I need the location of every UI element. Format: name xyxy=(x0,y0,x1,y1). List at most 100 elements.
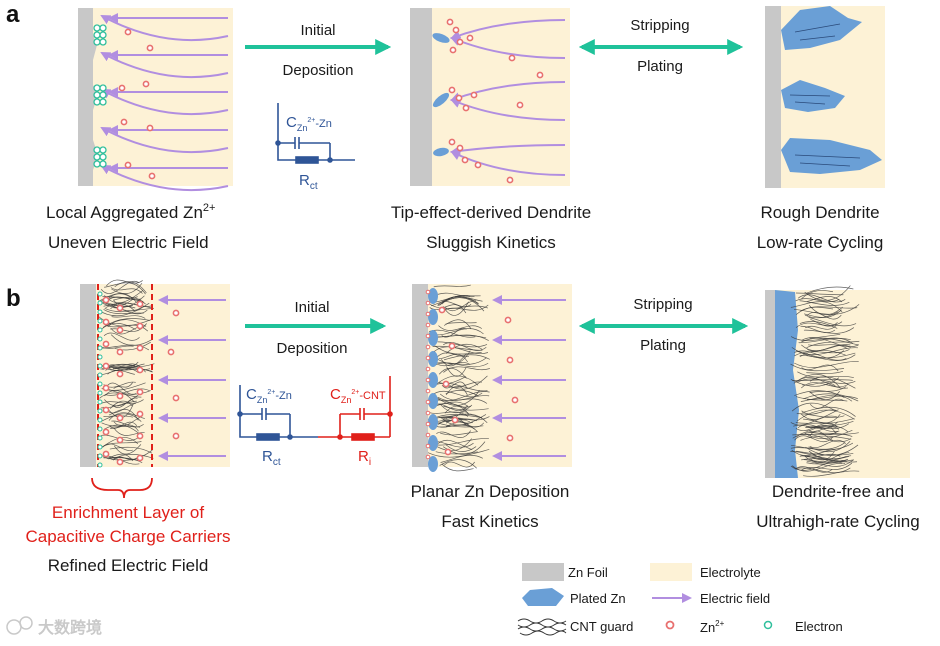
cnt-fiber xyxy=(802,382,836,387)
zn-ion xyxy=(102,406,110,414)
zn-ion xyxy=(102,362,110,370)
cnt-fiber xyxy=(434,439,473,450)
cnt-fiber xyxy=(438,353,468,363)
cnt-fiber xyxy=(104,282,146,295)
field-arrow xyxy=(450,144,566,156)
cnt-fiber xyxy=(806,460,854,467)
cnt-fiber xyxy=(445,444,477,452)
cnt-fiber xyxy=(443,366,490,373)
caption-a-mid-2: Sluggish Kinetics xyxy=(426,233,555,252)
cnt-fiber xyxy=(113,382,133,389)
cnt-fiber xyxy=(797,371,854,378)
cnt-fiber xyxy=(800,306,858,312)
panel-b-deposition-arrow: Initial Deposition xyxy=(245,299,387,357)
zn-ion xyxy=(448,342,456,350)
arrow-label-stripping: Stripping xyxy=(633,296,692,313)
caption-b-mid-2: Fast Kinetics xyxy=(441,512,538,531)
cnt-fiber xyxy=(793,304,860,315)
electron xyxy=(97,345,103,351)
cnt-fiber xyxy=(790,301,843,313)
zn-ion xyxy=(116,458,124,466)
zn-foil xyxy=(412,284,428,467)
electron xyxy=(97,408,103,414)
electron xyxy=(97,399,103,405)
electron xyxy=(97,363,103,369)
circuit-res-label: Rct xyxy=(299,172,318,192)
electron xyxy=(97,372,103,378)
enrichment-brace xyxy=(91,477,153,499)
electron xyxy=(99,153,107,161)
cnt-fiber xyxy=(111,315,146,319)
zn-ion xyxy=(425,421,431,427)
cnt-fiber xyxy=(435,438,489,446)
cnt-fiber xyxy=(795,298,840,303)
circuit-cap2-label: CZn2+-CNT xyxy=(330,386,386,405)
cnt-fiber xyxy=(790,363,845,372)
cnt-fiber xyxy=(103,332,140,341)
field-arrow xyxy=(100,52,229,78)
cnt-fiber xyxy=(440,424,476,430)
electron xyxy=(97,417,103,423)
electron xyxy=(97,453,103,459)
zn-ion xyxy=(456,144,464,152)
caption-b-left-2: Capacitive Charge Carriers xyxy=(25,527,230,546)
zn-ion xyxy=(425,432,431,438)
electron xyxy=(93,98,101,106)
zn-foil xyxy=(410,8,432,186)
cnt-fiber xyxy=(809,439,846,449)
cnt-fiber xyxy=(427,449,490,458)
electron xyxy=(99,146,107,154)
cnt-fiber xyxy=(445,322,477,325)
zn-ion xyxy=(452,26,460,34)
zn-ion xyxy=(116,304,124,312)
circuit-cap1-label: CZn2+-Zn xyxy=(246,386,292,405)
cnt-fiber xyxy=(437,301,472,308)
cnt-fiber xyxy=(435,403,468,410)
cnt-fiber xyxy=(809,430,834,441)
cnt-fiber xyxy=(796,409,855,422)
cnt-fiber xyxy=(796,467,851,473)
cnt-fiber xyxy=(794,350,847,361)
zn-ion xyxy=(167,348,175,356)
cnt-fiber xyxy=(109,400,133,409)
cnt-fiber xyxy=(444,405,470,415)
arrow-label-deposition: Deposition xyxy=(277,340,348,357)
panel-a-cell-left xyxy=(78,8,233,192)
electron xyxy=(93,38,101,46)
caption-b-mid-1: Planar Zn Deposition xyxy=(411,482,570,501)
plated-zn-grain xyxy=(428,414,438,430)
electron xyxy=(99,91,107,99)
cnt-fiber xyxy=(434,345,482,355)
electron xyxy=(99,31,107,39)
cnt-fiber xyxy=(98,302,150,317)
caption-a-right-1: Rough Dendrite xyxy=(760,203,879,222)
zn-ion xyxy=(511,396,519,404)
cnt-fiber xyxy=(113,307,148,315)
cnt-fiber xyxy=(429,303,488,310)
legend-swatch-cnt xyxy=(517,618,567,636)
cnt-fiber xyxy=(801,364,839,372)
zn-ion xyxy=(136,454,144,462)
electron-clusters xyxy=(93,24,107,168)
zn-ion xyxy=(102,340,110,348)
cnt-fiber xyxy=(808,344,848,349)
cnt-fiber xyxy=(441,353,467,367)
field-arrow xyxy=(100,127,229,154)
cnt-fiber xyxy=(800,325,836,334)
cnt-fiber xyxy=(110,326,140,335)
electron xyxy=(97,309,103,315)
cnt-fiber xyxy=(109,421,138,429)
cnt-fiber xyxy=(799,354,856,361)
zn-ion xyxy=(102,296,110,304)
cnt-fiber xyxy=(433,335,487,339)
cnt-fiber xyxy=(444,300,476,312)
zn-ion xyxy=(136,432,144,440)
zn-ion xyxy=(446,18,454,26)
electron xyxy=(93,146,101,154)
zn-ion xyxy=(425,443,431,449)
cnt-fiber xyxy=(791,463,843,472)
plated-zn-grain xyxy=(428,372,438,388)
cnt-fiber xyxy=(790,415,838,426)
zn-ion xyxy=(116,436,124,444)
zn-ion xyxy=(508,54,516,62)
